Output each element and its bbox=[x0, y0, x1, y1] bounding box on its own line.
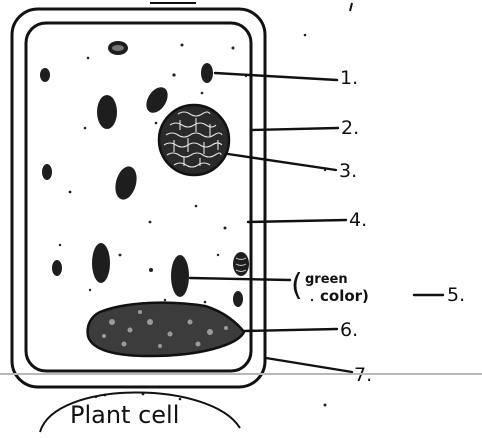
label-4: 4. bbox=[349, 209, 367, 231]
vacuole bbox=[88, 303, 244, 356]
label-1: 1. bbox=[340, 67, 358, 89]
top-tick bbox=[350, 3, 352, 11]
diagram-caption: Plant cell bbox=[70, 401, 179, 429]
leader-line-3 bbox=[228, 154, 336, 170]
label-5: 5. bbox=[447, 284, 465, 306]
small-organelle bbox=[233, 291, 243, 307]
chloroplast bbox=[97, 95, 117, 129]
leader-line-5a bbox=[190, 278, 290, 280]
label-3: 3. bbox=[339, 160, 357, 182]
small-organelle bbox=[42, 164, 52, 180]
leader-line-4 bbox=[248, 220, 346, 222]
chloroplast-5 bbox=[171, 255, 189, 297]
chloroplast bbox=[92, 243, 110, 283]
small-organelle bbox=[40, 68, 50, 82]
chloroplast bbox=[112, 164, 140, 202]
small-organelle bbox=[52, 260, 62, 276]
annotation-green: green bbox=[305, 272, 348, 287]
label-6: 6. bbox=[340, 319, 358, 341]
chloroplast bbox=[142, 83, 172, 116]
leader-line-6 bbox=[243, 329, 337, 331]
leader-line-1 bbox=[215, 73, 337, 80]
annotation-paren: ( bbox=[291, 268, 303, 303]
organelle-1 bbox=[201, 63, 213, 83]
organelles bbox=[40, 41, 249, 307]
mitochondrion bbox=[233, 252, 249, 276]
label-2: 2. bbox=[341, 117, 359, 139]
leader-line-7 bbox=[266, 358, 352, 372]
annotation-color: color) bbox=[320, 287, 369, 305]
nucleus bbox=[159, 105, 229, 175]
